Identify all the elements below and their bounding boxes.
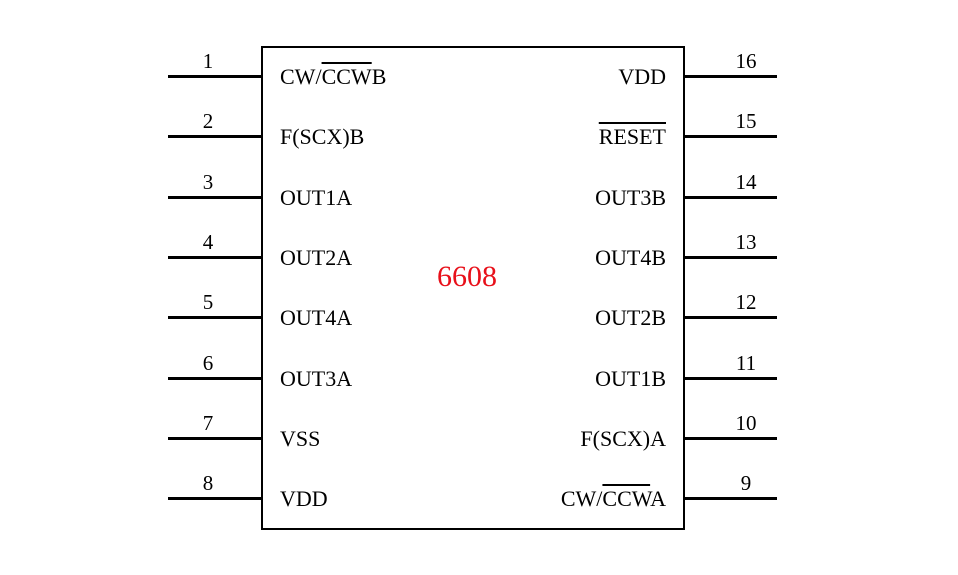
pin-15-label: RESET	[599, 126, 666, 148]
signal-text: CW/	[280, 64, 322, 89]
pin-14-lead	[685, 196, 777, 199]
pin-6-lead	[168, 377, 261, 380]
signal-text: VDD	[618, 64, 666, 89]
pin-11-number: 11	[735, 351, 757, 375]
pin-13-lead	[685, 256, 777, 259]
pin-6-number: 6	[202, 351, 214, 375]
pin-1-lead	[168, 75, 261, 78]
pin-12-lead	[685, 316, 777, 319]
signal-text: F(SCX)B	[280, 124, 365, 149]
pin-16-label: VDD	[618, 66, 666, 88]
pin-7-label: VSS	[280, 428, 320, 450]
pin-10-lead	[685, 437, 777, 440]
pin-14-number: 14	[735, 170, 757, 194]
pin-16-number: 16	[735, 49, 757, 73]
pin-2-label: F(SCX)B	[280, 126, 364, 148]
chip-part-number: 6608	[437, 260, 497, 293]
pin-12-label: OUT2B	[595, 307, 666, 329]
pin-4-number: 4	[202, 230, 214, 254]
pin-5-label: OUT4A	[280, 307, 352, 329]
signal-text: OUT2B	[595, 305, 666, 330]
signal-text: VDD	[280, 486, 328, 511]
active-low-signal-text: CCW	[602, 486, 651, 511]
pin-4-label: OUT2A	[280, 247, 352, 269]
pin-13-label: OUT4B	[595, 247, 666, 269]
pin-3-lead	[168, 196, 261, 199]
signal-text: OUT1A	[280, 185, 353, 210]
signal-text: VSS	[280, 426, 321, 451]
pin-10-number: 10	[735, 411, 757, 435]
pin-6-label: OUT3A	[280, 368, 352, 390]
pin-1-number: 1	[202, 49, 214, 73]
pin-8-lead	[168, 497, 261, 500]
pin-12-number: 12	[735, 290, 757, 314]
signal-text: OUT2A	[280, 245, 353, 270]
signal-text: OUT1B	[595, 366, 666, 391]
signal-text: OUT4B	[595, 245, 666, 270]
pin-14-label: OUT3B	[595, 187, 666, 209]
chip-body	[261, 46, 685, 530]
pin-15-lead	[685, 135, 777, 138]
pin-9-label: CW/CCWA	[561, 488, 666, 510]
pin-9-lead	[685, 497, 777, 500]
active-low-signal-text: RESET	[598, 124, 666, 149]
pin-11-lead	[685, 377, 777, 380]
signal-text: B	[371, 64, 387, 89]
pin-2-number: 2	[202, 109, 214, 133]
signal-text: OUT3B	[595, 185, 666, 210]
active-low-signal-text: CCW	[321, 64, 372, 89]
pin-7-lead	[168, 437, 261, 440]
pin-8-number: 8	[202, 471, 214, 495]
pin-1-label: CW/CCWB	[280, 66, 386, 88]
pin-7-number: 7	[202, 411, 214, 435]
signal-text: OUT3A	[280, 366, 353, 391]
pin-4-lead	[168, 256, 261, 259]
pin-10-label: F(SCX)A	[580, 428, 666, 450]
pin-3-number: 3	[202, 170, 214, 194]
pin-5-number: 5	[202, 290, 214, 314]
pin-11-label: OUT1B	[595, 368, 666, 390]
pin-15-number: 15	[735, 109, 757, 133]
pin-3-label: OUT1A	[280, 187, 352, 209]
signal-text: F(SCX)A	[580, 426, 666, 451]
signal-text: A	[650, 486, 666, 511]
pin-2-lead	[168, 135, 261, 138]
pin-8-label: VDD	[280, 488, 328, 510]
signal-text: CW/	[560, 486, 603, 511]
pin-13-number: 13	[735, 230, 757, 254]
pin-9-number: 9	[740, 471, 752, 495]
signal-text: OUT4A	[280, 305, 353, 330]
pin-5-lead	[168, 316, 261, 319]
pin-16-lead	[685, 75, 777, 78]
